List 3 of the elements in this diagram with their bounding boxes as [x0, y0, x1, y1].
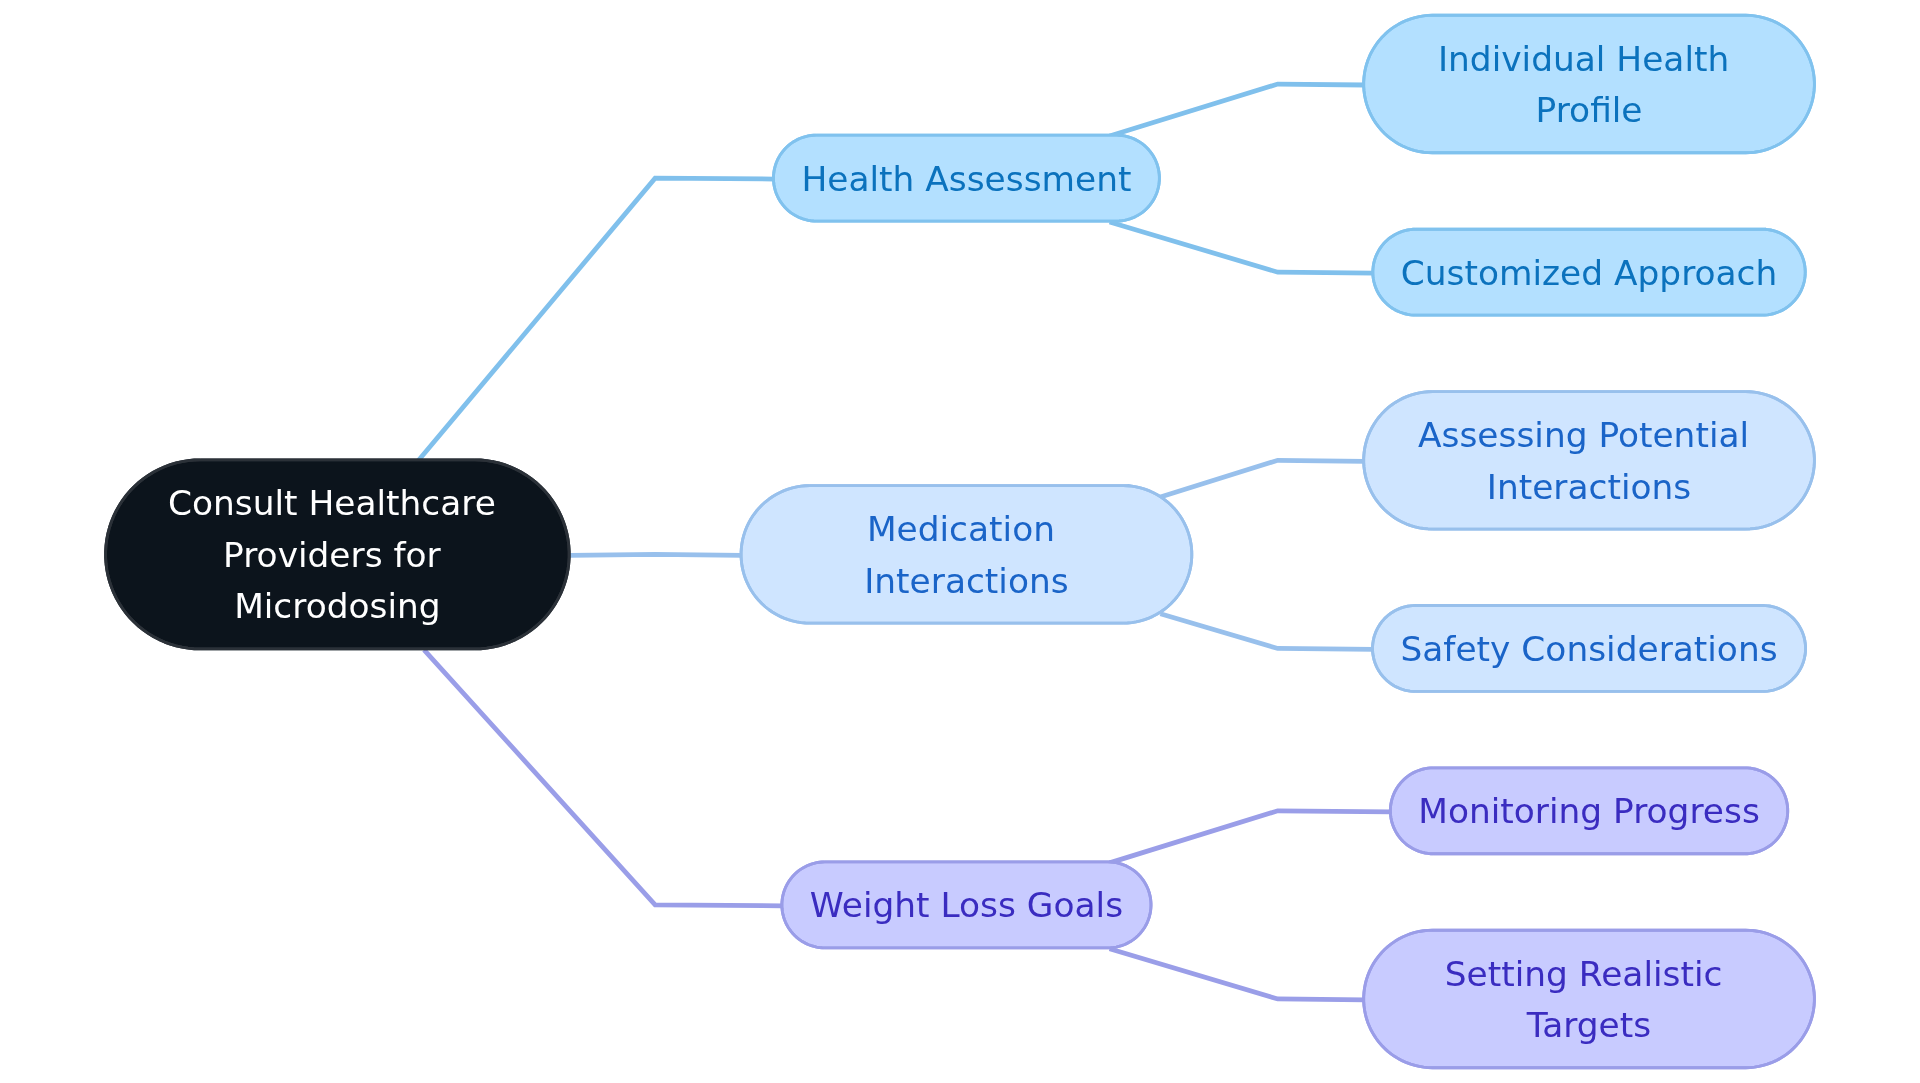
connector	[1159, 457, 1365, 500]
connector	[1108, 946, 1365, 1003]
connector	[422, 648, 783, 909]
